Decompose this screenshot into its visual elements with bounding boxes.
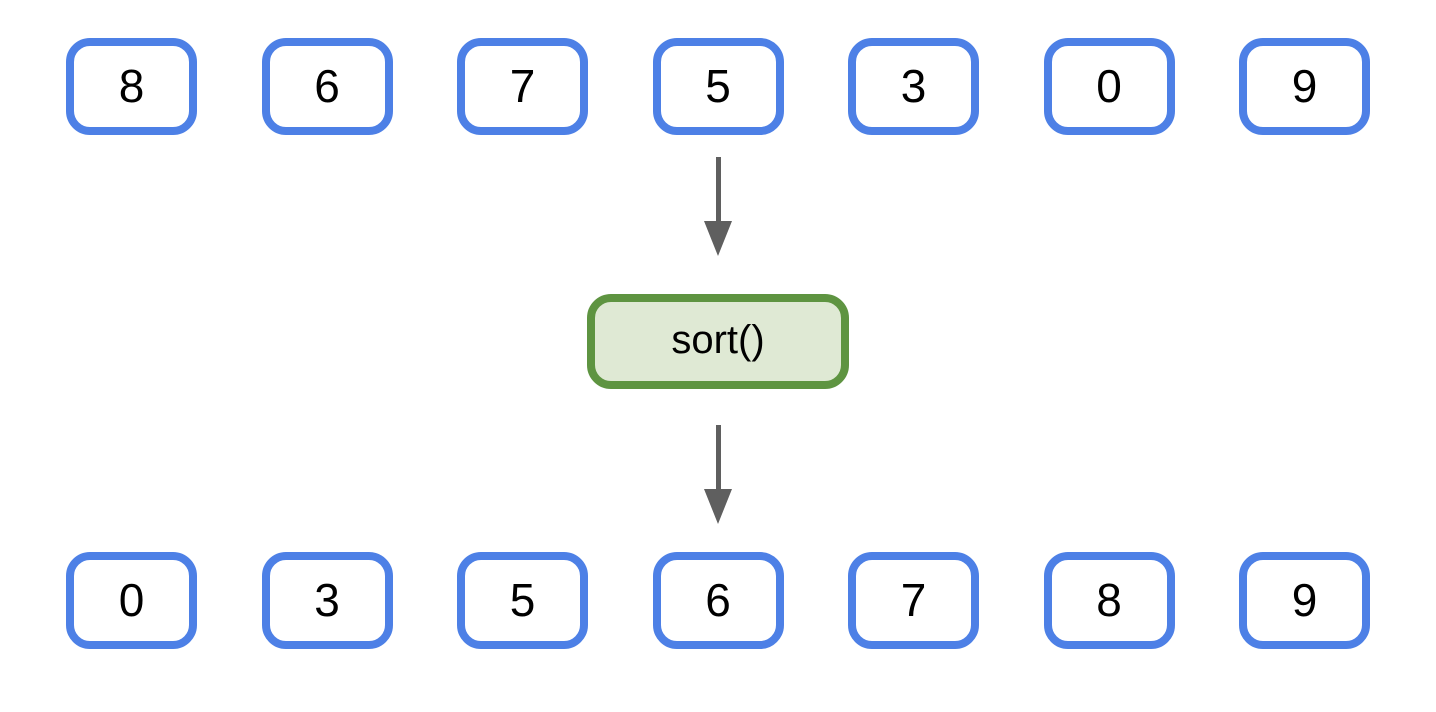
array-cell-value: 7 bbox=[900, 573, 927, 626]
down-arrow-icon bbox=[704, 157, 732, 256]
array-cell: 7 bbox=[457, 38, 588, 135]
input-array-row: 8 6 7 5 3 0 9 bbox=[0, 38, 1436, 135]
array-cell: 8 bbox=[1043, 552, 1175, 649]
array-cell-value: 5 bbox=[509, 573, 536, 626]
down-arrow-icon bbox=[704, 425, 732, 524]
array-cell: 3 bbox=[848, 38, 979, 135]
array-cell-value: 8 bbox=[1096, 573, 1122, 626]
array-cell: 5 bbox=[457, 552, 588, 649]
array-cell-value: 0 bbox=[1096, 59, 1122, 112]
array-cell: 3 bbox=[261, 552, 393, 649]
array-cell-value: 3 bbox=[314, 573, 340, 626]
array-cell-value: 3 bbox=[900, 59, 927, 112]
array-cell: 9 bbox=[1239, 552, 1370, 649]
arrow-head bbox=[704, 489, 732, 524]
array-cell: 0 bbox=[66, 552, 197, 649]
array-cell: 6 bbox=[652, 552, 784, 649]
array-cell-value: 6 bbox=[705, 573, 731, 626]
array-cell-value: 0 bbox=[118, 573, 145, 626]
array-cell-value: 6 bbox=[314, 59, 340, 112]
array-cell: 8 bbox=[66, 38, 197, 135]
arrow-shaft bbox=[715, 157, 721, 221]
arrow-shaft bbox=[715, 425, 721, 489]
array-cell: 6 bbox=[261, 38, 393, 135]
output-array-row: 0 3 5 6 7 8 9 bbox=[0, 552, 1436, 649]
array-cell-value: 9 bbox=[1291, 59, 1318, 112]
array-cell-value: 7 bbox=[509, 59, 536, 112]
array-cell-value: 5 bbox=[705, 59, 731, 112]
arrow-head bbox=[704, 221, 732, 256]
array-cell: 9 bbox=[1239, 38, 1370, 135]
sort-operation-label: sort() bbox=[671, 317, 765, 362]
array-cell-value: 8 bbox=[118, 59, 145, 112]
array-cell: 0 bbox=[1043, 38, 1175, 135]
sort-operation-node: sort() bbox=[587, 294, 849, 389]
array-cell-value: 9 bbox=[1291, 573, 1318, 626]
array-cell: 5 bbox=[652, 38, 784, 135]
array-cell: 7 bbox=[848, 552, 979, 649]
